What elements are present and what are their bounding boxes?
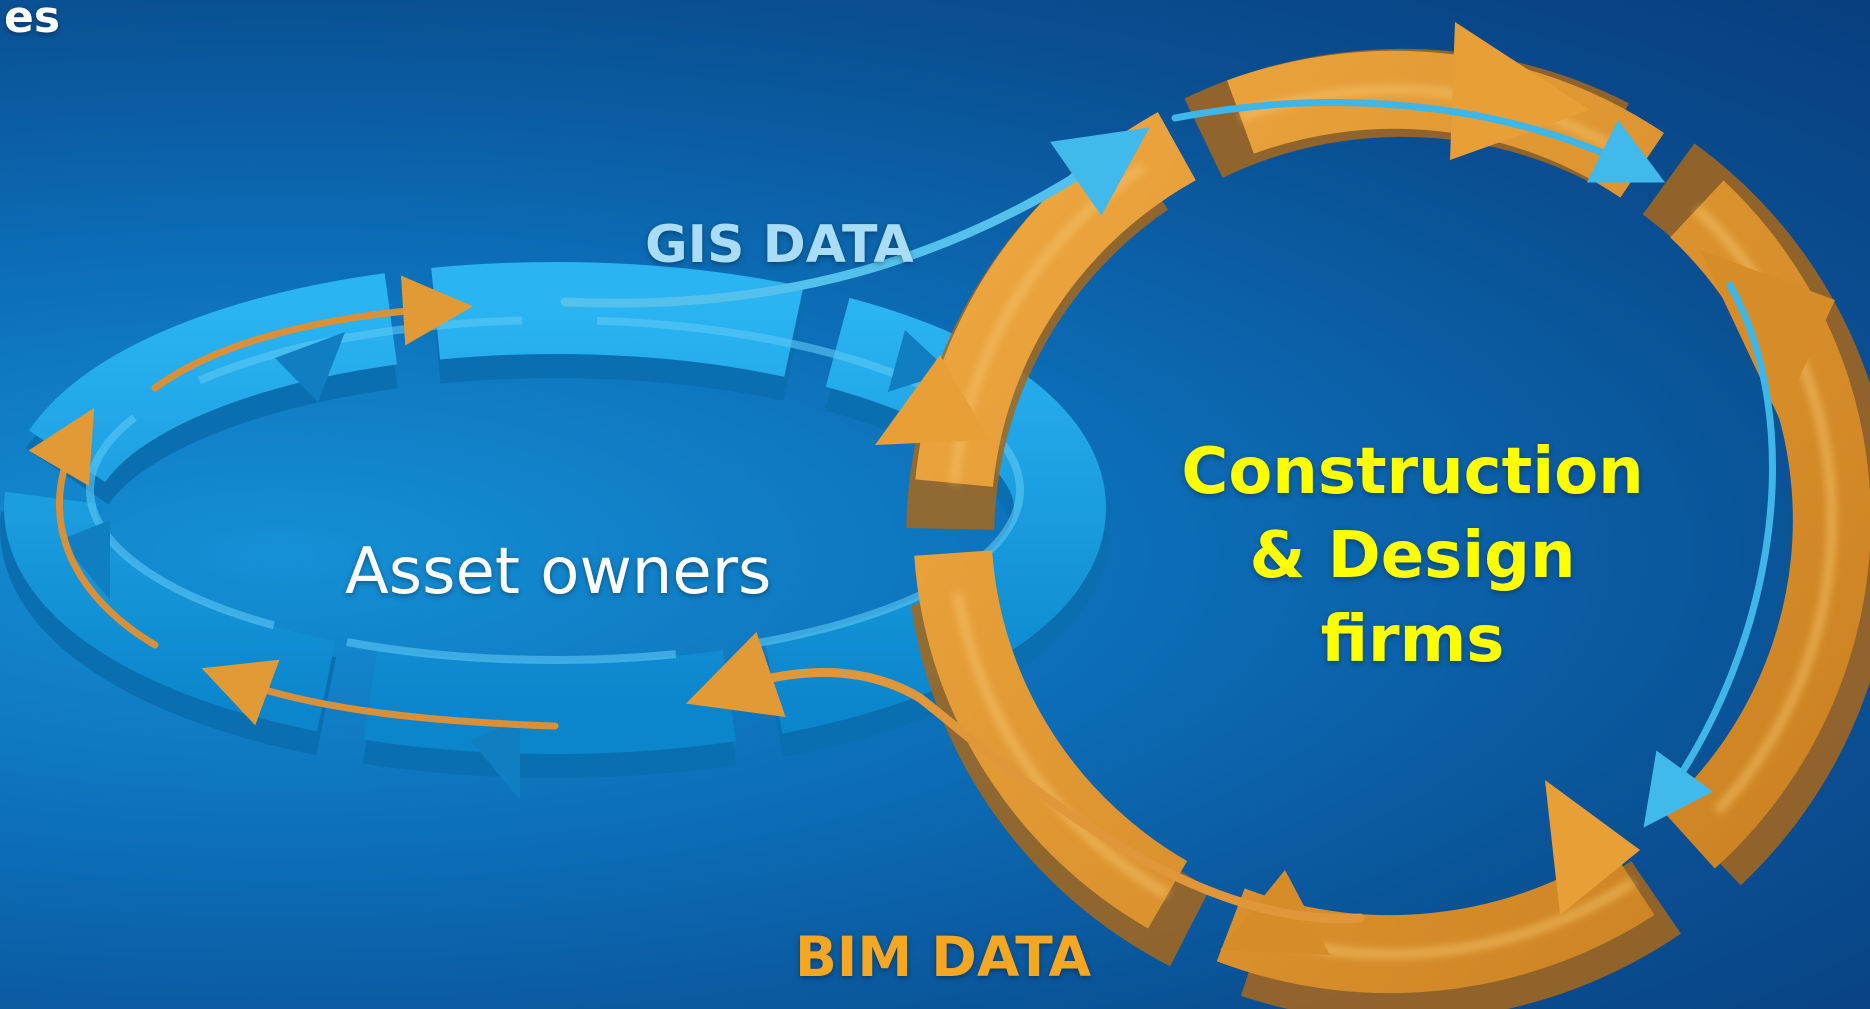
flow-arrow-top: [151, 275, 473, 392]
blue-ring-surface: [4, 262, 1106, 754]
construction-design-label: Construction & Design firms: [1130, 430, 1695, 682]
construction-line-2: & Design: [1249, 519, 1576, 593]
orange-arrowhead-1: [1450, 22, 1590, 160]
blue-arrowhead-3: [60, 520, 110, 600]
asset-owners-label: Asset owners: [345, 535, 772, 609]
construction-ring: [875, 22, 1870, 1009]
blue-arrowhead-1: [275, 332, 345, 402]
blue-ring-highlight: [86, 316, 1024, 664]
construction-line-1: Construction: [1181, 435, 1644, 509]
flow-arrow-top-right: [1171, 99, 1666, 183]
orange-ring-highlight: [947, 84, 1837, 960]
bim-data-label: BIM DATA: [795, 925, 1092, 989]
orange-ring-flow-arrows: [1171, 99, 1776, 828]
blue-ring-flow-arrows: [28, 275, 559, 730]
flow-arrow-bottom: [201, 659, 559, 730]
gis-data-arrow: [560, 127, 1150, 308]
flow-arrow-left: [28, 407, 159, 649]
title-fragment: es: [4, 0, 61, 43]
construction-line-3: firms: [1320, 603, 1505, 677]
flow-arrow-right: [1643, 281, 1776, 828]
bim-data-arrow: [685, 631, 1365, 924]
blue-arrowhead-4: [470, 720, 520, 800]
orange-arrowhead-5: [875, 355, 990, 445]
gis-data-label: GIS DATA: [645, 215, 914, 275]
orange-arrowhead-3: [1545, 780, 1640, 915]
